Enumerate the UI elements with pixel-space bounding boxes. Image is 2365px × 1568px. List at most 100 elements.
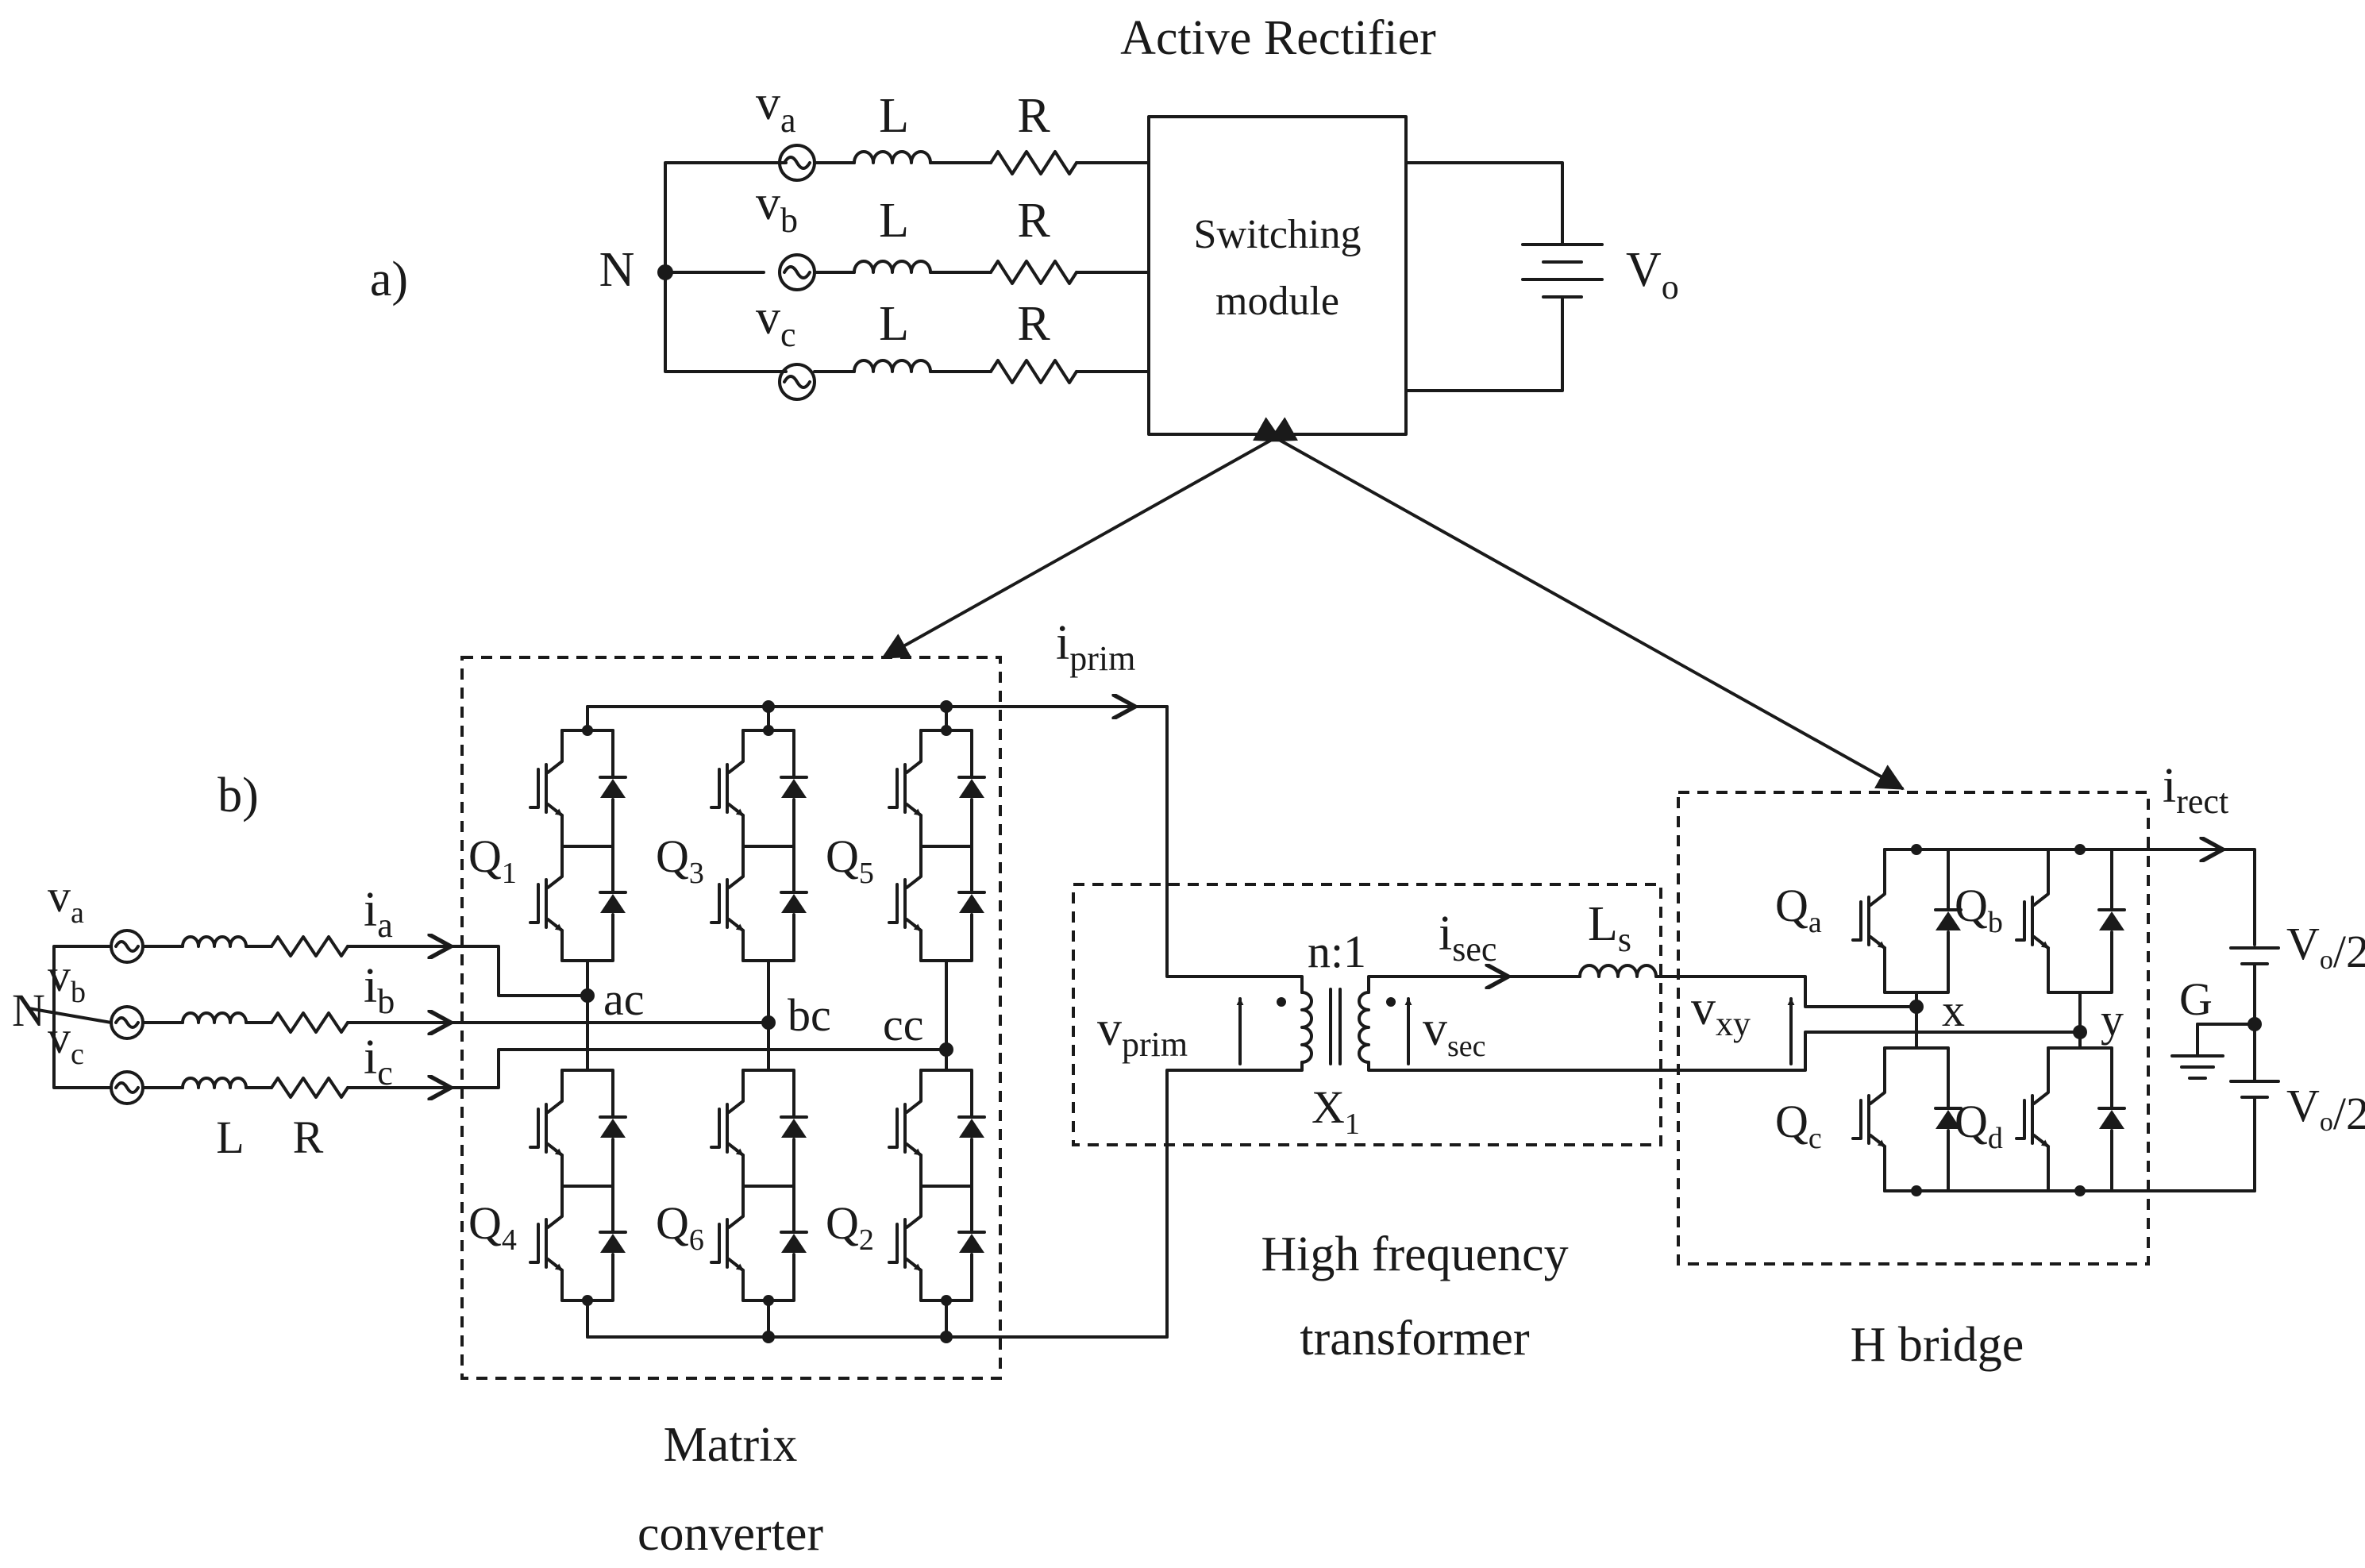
resistor-icon — [989, 260, 1078, 285]
diode-icon — [957, 776, 986, 798]
igbt-switch-icon — [710, 1185, 808, 1302]
input-phase-a-current: ia — [364, 883, 393, 945]
switch-q2-label: Q2 — [826, 1197, 874, 1257]
primary-current-label: iprim — [1056, 616, 1135, 678]
h-bridge-voltage-label: vxy — [1691, 981, 1751, 1043]
transformer-caption-line2: transformer — [1300, 1312, 1530, 1366]
transformer-id-label: X1 — [1312, 1081, 1360, 1141]
switching-module-label-line1: Switching — [1194, 212, 1362, 257]
diode-icon — [780, 1231, 808, 1253]
inductor-icon — [853, 260, 932, 274]
rectified-current-label: irect — [2163, 759, 2228, 821]
input-inductor-label: L — [216, 1111, 244, 1163]
ground-icon — [2170, 1023, 2224, 1080]
part-b-converter: b) N va ia vb ib — [12, 616, 2365, 1561]
dc-output-wires — [1404, 161, 1564, 392]
h-bridge-leg — [2015, 844, 2126, 1196]
igbt-switch-icon — [710, 729, 808, 848]
phase-c-inductor-label: L — [879, 297, 909, 351]
igbt-switch-icon — [529, 1185, 627, 1302]
input-phase-b-current: ib — [364, 959, 395, 1021]
phase-b-inductor-label: L — [879, 194, 909, 248]
input-phase-a-voltage: va — [48, 870, 84, 930]
switching-module-box — [1147, 115, 1408, 436]
part-a-label: a) — [370, 252, 408, 306]
diode-icon — [957, 1231, 986, 1253]
phase-c-resistor-label: R — [1017, 297, 1050, 351]
diode-icon — [957, 1115, 986, 1138]
matrix-converter-boundary — [460, 656, 1002, 1380]
secondary-voltage-label: vsec — [1423, 1002, 1486, 1063]
matrix-leg — [710, 705, 808, 1339]
diode-icon — [1934, 908, 1962, 930]
input-phase-b: vb ib — [48, 950, 770, 1040]
igbt-switch-icon — [710, 845, 808, 962]
output-voltage-label: Vo — [1626, 243, 1679, 306]
switch-q6-label: Q6 — [656, 1197, 704, 1257]
diode-icon — [599, 1115, 627, 1138]
resistor-icon — [270, 935, 349, 957]
inductor-icon — [181, 1011, 248, 1024]
phase-a-voltage-label: va — [756, 76, 796, 140]
inductor-icon — [853, 359, 932, 373]
h-bridge-node-x: x — [1942, 984, 1965, 1036]
h-bridge-leg — [1851, 844, 1962, 1196]
resistor-icon — [989, 359, 1078, 384]
h-bridge-node-y: y — [2101, 994, 2124, 1046]
igbt-switch-icon — [2015, 848, 2126, 994]
part-a-title: Active Rectifier — [1120, 11, 1436, 65]
input-phase-c-voltage: vc — [48, 1011, 84, 1071]
switch-q4-label: Q4 — [468, 1197, 517, 1257]
igbt-switch-icon — [529, 729, 627, 848]
resistor-icon — [989, 150, 1078, 175]
transformer-ratio-label: n:1 — [1308, 926, 1366, 977]
part-a-phase-c: vc L R — [756, 291, 1150, 401]
dc-top-voltage-label: Vo/2 — [2286, 918, 2365, 977]
matrix-leg — [888, 705, 986, 1339]
inductor-icon — [853, 150, 932, 164]
igbt-switch-icon — [888, 845, 986, 962]
h-bridge-switch-columns — [1851, 844, 2126, 1196]
battery-icon — [1521, 243, 1604, 299]
igbt-switch-icon — [888, 1185, 986, 1302]
dc-bottom-voltage-label: Vo/2 — [2286, 1080, 2365, 1139]
diode-icon — [599, 776, 627, 798]
secondary-current-label: isec — [1439, 907, 1496, 969]
input-resistor-label: R — [293, 1111, 324, 1163]
phase-c-voltage-label: vc — [756, 291, 796, 354]
part-a-neutral-label: N — [599, 243, 635, 297]
part-a-phase-a: va L R — [756, 76, 1150, 182]
part-b-neutral-bus — [27, 945, 113, 1089]
switch-qb-label: Qb — [1955, 880, 2003, 939]
igbt-switch-icon — [529, 845, 627, 962]
switch-q1-label: Q1 — [468, 830, 517, 890]
transformer-caption-line1: High frequency — [1261, 1227, 1568, 1281]
resistor-icon — [270, 1011, 349, 1034]
ground-label: G — [2179, 973, 2213, 1025]
switch-q3-label: Q3 — [656, 830, 704, 890]
igbt-switch-icon — [888, 729, 986, 848]
switching-module-label-line2: module — [1215, 279, 1339, 324]
dc-capacitor-bottom-icon — [2229, 1080, 2280, 1099]
phase-b-voltage-label: vb — [756, 176, 798, 240]
dc-capacitor-top-icon — [2229, 946, 2280, 965]
primary-voltage-label: vprim — [1097, 1002, 1188, 1064]
diode-icon — [957, 891, 986, 913]
transformer-boundary — [1072, 883, 1662, 1146]
diode-icon — [2097, 1107, 2126, 1129]
matrix-converter-caption-line1: Matrix — [664, 1418, 798, 1472]
input-phase-b-voltage: vb — [48, 950, 86, 1009]
part-b-label: b) — [218, 769, 259, 823]
igbt-switch-icon — [710, 1069, 808, 1188]
igbt-switch-icon — [2015, 1046, 2126, 1192]
transformer-icon — [1253, 975, 1454, 1072]
leakage-inductor-icon — [1578, 964, 1658, 978]
leakage-inductance-label: Ls — [1588, 897, 1631, 959]
switch-q5-label: Q5 — [826, 830, 874, 890]
input-phase-c-current: ic — [364, 1031, 393, 1092]
matrix-switch-columns — [529, 705, 986, 1339]
part-a-neutral-node — [657, 264, 673, 280]
diode-icon — [1934, 1107, 1962, 1129]
igbt-switch-icon — [888, 1069, 986, 1188]
